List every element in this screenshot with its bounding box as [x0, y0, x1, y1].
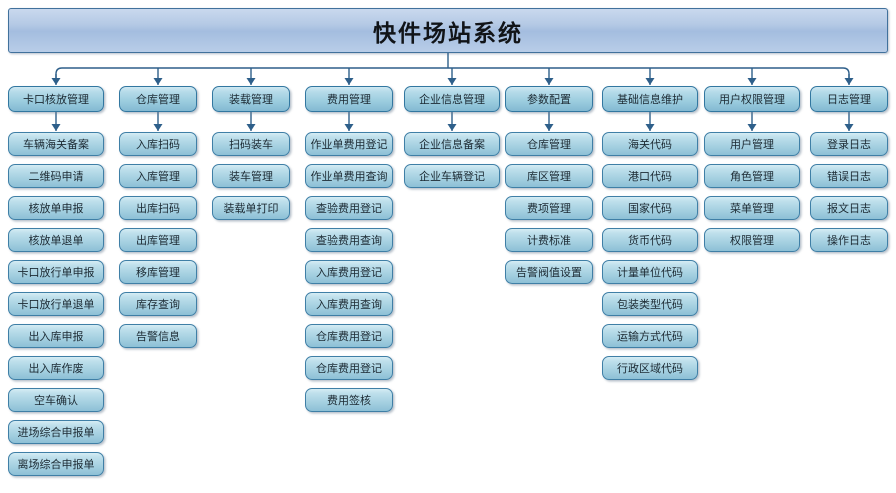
node-item[interactable]: 进场综合申报单	[8, 420, 104, 444]
root-node-label: 快件场站系统	[373, 19, 523, 47]
node-item[interactable]: 出入库申报	[8, 324, 104, 348]
node-item[interactable]: 错误日志	[810, 164, 888, 188]
node-head-col-canshu[interactable]: 参数配置	[505, 86, 593, 112]
node-item[interactable]: 空车确认	[8, 388, 104, 412]
node-head-col-cangku[interactable]: 仓库管理	[119, 86, 197, 112]
node-item[interactable]: 库区管理	[505, 164, 593, 188]
node-item[interactable]: 出库管理	[119, 228, 197, 252]
node-item[interactable]: 卡口放行单申报	[8, 260, 104, 284]
connector-line	[55, 67, 850, 80]
column-col-qiye: 企业信息管理企业信息备案企业车辆登记	[404, 86, 500, 196]
node-item[interactable]: 仓库费用登记	[305, 356, 393, 380]
node-head-col-feiyong[interactable]: 费用管理	[305, 86, 393, 112]
node-item[interactable]: 企业车辆登记	[404, 164, 500, 188]
arrow-head	[51, 78, 61, 85]
column-col-canshu: 参数配置仓库管理库区管理费项管理计费标准告警阀值设置	[505, 86, 593, 292]
node-item[interactable]: 操作日志	[810, 228, 888, 252]
node-item[interactable]: 查验费用登记	[305, 196, 393, 220]
node-head-col-yonghu[interactable]: 用户权限管理	[704, 86, 800, 112]
node-item[interactable]: 计费标准	[505, 228, 593, 252]
column-col-cangku: 仓库管理入库扫码入库管理出库扫码出库管理移库管理库存查询告警信息	[119, 86, 197, 356]
node-item[interactable]: 海关代码	[602, 132, 698, 156]
node-item[interactable]: 核放单申报	[8, 196, 104, 220]
node-item[interactable]: 费用签核	[305, 388, 393, 412]
node-item[interactable]: 报文日志	[810, 196, 888, 220]
arrow-head	[747, 78, 757, 85]
node-item[interactable]: 行政区域代码	[602, 356, 698, 380]
node-item[interactable]: 企业信息备案	[404, 132, 500, 156]
node-item[interactable]: 查验费用查询	[305, 228, 393, 252]
node-item[interactable]: 出库扫码	[119, 196, 197, 220]
node-item[interactable]: 二维码申请	[8, 164, 104, 188]
node-item[interactable]: 核放单退单	[8, 228, 104, 252]
node-item[interactable]: 车辆海关备案	[8, 132, 104, 156]
arrow-head	[645, 78, 655, 85]
node-item[interactable]: 角色管理	[704, 164, 800, 188]
node-item[interactable]: 出入库作废	[8, 356, 104, 380]
column-col-feiyong: 费用管理作业单费用登记作业单费用查询查验费用登记查验费用查询入库费用登记入库费用…	[305, 86, 393, 420]
node-item[interactable]: 货币代码	[602, 228, 698, 252]
node-item[interactable]: 作业单费用查询	[305, 164, 393, 188]
column-col-yonghu: 用户权限管理用户管理角色管理菜单管理权限管理	[704, 86, 800, 260]
arrow-head	[544, 78, 554, 85]
node-item[interactable]: 权限管理	[704, 228, 800, 252]
node-head-col-kakou[interactable]: 卡口核放管理	[8, 86, 104, 112]
node-head-col-zhuangzai[interactable]: 装载管理	[212, 86, 290, 112]
node-item[interactable]: 库存查询	[119, 292, 197, 316]
arrow-head	[344, 78, 354, 85]
arrow-head	[246, 78, 256, 85]
node-item[interactable]: 仓库费用登记	[305, 324, 393, 348]
node-item[interactable]: 入库管理	[119, 164, 197, 188]
node-head-col-qiye[interactable]: 企业信息管理	[404, 86, 500, 112]
node-item[interactable]: 菜单管理	[704, 196, 800, 220]
node-item[interactable]: 装载单打印	[212, 196, 290, 220]
node-item[interactable]: 离场综合申报单	[8, 452, 104, 476]
node-item[interactable]: 移库管理	[119, 260, 197, 284]
node-item[interactable]: 用户管理	[704, 132, 800, 156]
column-col-zhuangzai: 装载管理扫码装车装车管理装载单打印	[212, 86, 290, 228]
arrow-head	[447, 78, 457, 85]
node-item[interactable]: 入库费用查询	[305, 292, 393, 316]
node-item[interactable]: 扫码装车	[212, 132, 290, 156]
node-item[interactable]: 港口代码	[602, 164, 698, 188]
node-item[interactable]: 计量单位代码	[602, 260, 698, 284]
column-col-kakou: 卡口核放管理车辆海关备案二维码申请核放单申报核放单退单卡口放行单申报卡口放行单退…	[8, 86, 104, 484]
node-item[interactable]: 告警阀值设置	[505, 260, 593, 284]
column-col-jichu: 基础信息维护海关代码港口代码国家代码货币代码计量单位代码包装类型代码运输方式代码…	[602, 86, 698, 388]
node-item[interactable]: 国家代码	[602, 196, 698, 220]
node-item[interactable]: 告警信息	[119, 324, 197, 348]
node-head-col-jichu[interactable]: 基础信息维护	[602, 86, 698, 112]
node-item[interactable]: 包装类型代码	[602, 292, 698, 316]
node-head-col-rizhi[interactable]: 日志管理	[810, 86, 888, 112]
node-item[interactable]: 卡口放行单退单	[8, 292, 104, 316]
node-item[interactable]: 装车管理	[212, 164, 290, 188]
arrow-head	[844, 78, 854, 85]
column-col-rizhi: 日志管理登录日志错误日志报文日志操作日志	[810, 86, 888, 260]
node-item[interactable]: 作业单费用登记	[305, 132, 393, 156]
node-item[interactable]: 入库扫码	[119, 132, 197, 156]
node-item[interactable]: 仓库管理	[505, 132, 593, 156]
arrow-head	[153, 78, 163, 85]
node-item[interactable]: 运输方式代码	[602, 324, 698, 348]
node-item[interactable]: 费项管理	[505, 196, 593, 220]
node-item[interactable]: 入库费用登记	[305, 260, 393, 284]
node-item[interactable]: 登录日志	[810, 132, 888, 156]
root-node[interactable]: 快件场站系统	[8, 8, 888, 53]
